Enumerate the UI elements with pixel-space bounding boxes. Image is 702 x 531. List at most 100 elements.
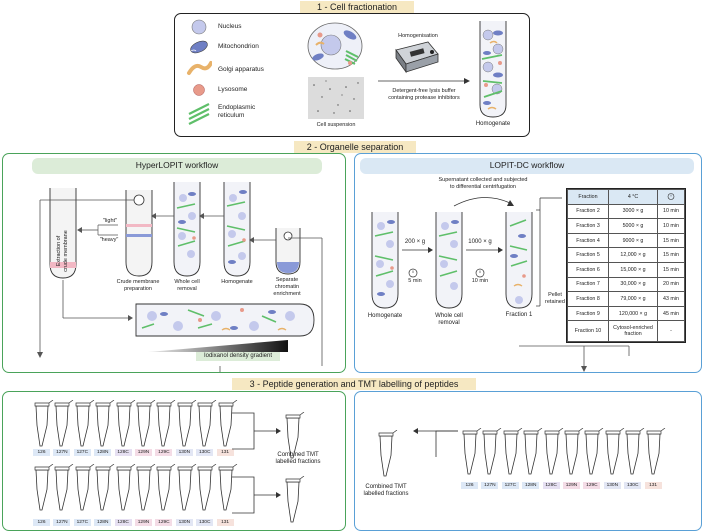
tmt-label-128n: 128N [94, 449, 112, 456]
buffer-label-2: containing protease inhibitors [388, 95, 460, 101]
t5-label: 5 min [408, 278, 422, 284]
whole-cell-label-1: Whole cell [174, 279, 200, 285]
table-cell: 12,000 × g [608, 247, 658, 263]
tube-icon [218, 400, 237, 447]
tmt-label-129n: 129N [135, 519, 152, 526]
tube-icon [95, 464, 115, 511]
homogeniser-icon [395, 41, 439, 74]
buffer-label-1: Detergent-free lysis buffer [392, 88, 456, 94]
whole-cell-dc-label-1: Whole cell [435, 313, 463, 319]
table-cell: Fraction 5 [567, 247, 609, 263]
whole-cell-dc-label-2: removal [438, 320, 460, 326]
tmt-label-129c: 129C [155, 449, 173, 456]
fraction1-label: Fraction 1 [505, 312, 533, 318]
tmt-label-129n: 129N [563, 482, 580, 489]
table-cell: Fraction 8 [567, 291, 609, 307]
table-cell: 30,000 × g [608, 276, 658, 293]
tube-icon [34, 400, 54, 447]
combined-tube-icon [285, 412, 305, 459]
tmt-label-128n: 128N [94, 519, 112, 526]
extraction-label: Extraction of crude membrane [56, 216, 70, 286]
golgi-icon [187, 61, 212, 75]
tube-icon [157, 464, 176, 511]
tmt-label-127n: 127N [53, 519, 71, 526]
tube-icon [503, 428, 523, 475]
combined-label-right-2: labelled fractions [363, 491, 409, 497]
legend-golgi: Golgi apparatus [218, 66, 264, 73]
tmt-label-129n: 129N [135, 449, 152, 456]
tube-icon [136, 464, 156, 511]
pellet-label-2: retained [545, 299, 565, 305]
tube-icon [116, 400, 135, 447]
table-cell: 43 min [657, 291, 685, 307]
hyperlopit-title: HyperLOPIT workflow [135, 160, 219, 170]
tube-icon [197, 400, 217, 447]
table-cell: 15 min [657, 261, 685, 278]
tube-icon [34, 464, 54, 511]
t10-label: 10 min [471, 278, 489, 284]
tube-icon [95, 400, 115, 447]
nucleus-icon [191, 19, 207, 35]
table-cell: 45 min [657, 305, 685, 322]
homogenisation-label: Homogenisation [398, 33, 438, 39]
table-cell: 20 min [657, 276, 685, 293]
table-cell: 3000 × g [608, 203, 658, 220]
legend-nucleus: Nucleus [218, 23, 242, 30]
hyperlopit-title-bar [32, 158, 322, 174]
lysosome-icon [193, 84, 205, 96]
table-cell: Fraction 10 [567, 320, 609, 343]
homogenisation-arrow [378, 78, 470, 84]
hyperlopit-panel [2, 153, 346, 373]
pellet-label-1: Pellet [548, 292, 562, 298]
tube-icon [218, 464, 237, 511]
tube-icon [177, 400, 197, 447]
tmt-label-128c: 128C [114, 519, 132, 526]
tmt-label-126: 126 [461, 482, 478, 489]
er-icon [188, 103, 210, 125]
table-cell: 79,000 × g [608, 291, 658, 307]
extraction-label-2: crude membrane [63, 230, 69, 272]
combined-label-left-1: Combined TMT [277, 452, 319, 458]
table-cell: Fraction 7 [567, 276, 609, 293]
timer-icon [667, 192, 675, 200]
table-header-fraction: Fraction [567, 189, 609, 205]
table-cell: 9000 × g [608, 232, 658, 249]
table-cell: 10 min [657, 218, 685, 234]
tube-icon [116, 464, 135, 511]
homogenate-label-dc: Homogenate [367, 313, 403, 319]
cell-illustration [307, 22, 363, 70]
tmt-label-127c: 127C [73, 519, 91, 526]
legend-icons [187, 19, 212, 125]
crude-membrane-label-1: Crude membrane [116, 279, 160, 285]
tmt-label-130c: 130C [196, 449, 214, 456]
tmt-label-131: 131 [216, 449, 234, 456]
homogenate-tube [479, 21, 507, 118]
chromatin-label-3: enrichment [273, 291, 301, 297]
homogenate-label-hl: Homogenate [221, 279, 253, 285]
cell-suspension-label: Cell suspension [316, 122, 356, 128]
tmt-label-129c: 129C [583, 482, 601, 489]
chromatin-label-2: chromatin [274, 284, 300, 290]
tmt-connectors [232, 412, 458, 514]
table-header-timer [657, 189, 685, 205]
tmt-label-129c: 129C [155, 519, 173, 526]
tmt-label-130n: 130N [175, 449, 193, 456]
mitochondrion-icon [190, 40, 208, 54]
tmt-label-126: 126 [33, 449, 50, 456]
tmt-label-130c: 130C [196, 519, 214, 526]
tube-icon [544, 428, 563, 475]
tmt-label-126: 126 [33, 519, 50, 526]
table-cell: Fraction 2 [567, 203, 609, 220]
tube-icon [625, 428, 645, 475]
tube-icon [136, 400, 156, 447]
tube-icon [564, 428, 584, 475]
combined-label-right-1: Combined TMT [365, 484, 407, 490]
